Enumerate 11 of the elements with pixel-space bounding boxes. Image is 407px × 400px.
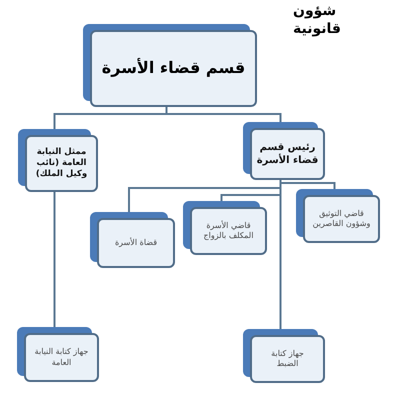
org-box: قسم قضاء الأسرة bbox=[83, 24, 257, 107]
connector-line bbox=[54, 192, 56, 327]
connector-line bbox=[280, 180, 336, 189]
heading-text: شؤون قانونية bbox=[293, 3, 342, 38]
org-box: قاضي التوثيق وشؤون القاصرين bbox=[296, 189, 380, 243]
org-box: قاضي الأسرة المكلف بالزواج bbox=[183, 201, 267, 255]
org-box: رئيس قسم قضاء الأسرة bbox=[243, 122, 325, 180]
org-box: جهاز كتابة النيابة العامة bbox=[17, 327, 99, 382]
org-box: قضاة الأسرة bbox=[90, 212, 175, 268]
org-box: جهاز كتابة الضبط bbox=[243, 329, 325, 383]
org-box: ممثل النيابة العامة (نائب وكيل الملك) bbox=[18, 129, 98, 192]
